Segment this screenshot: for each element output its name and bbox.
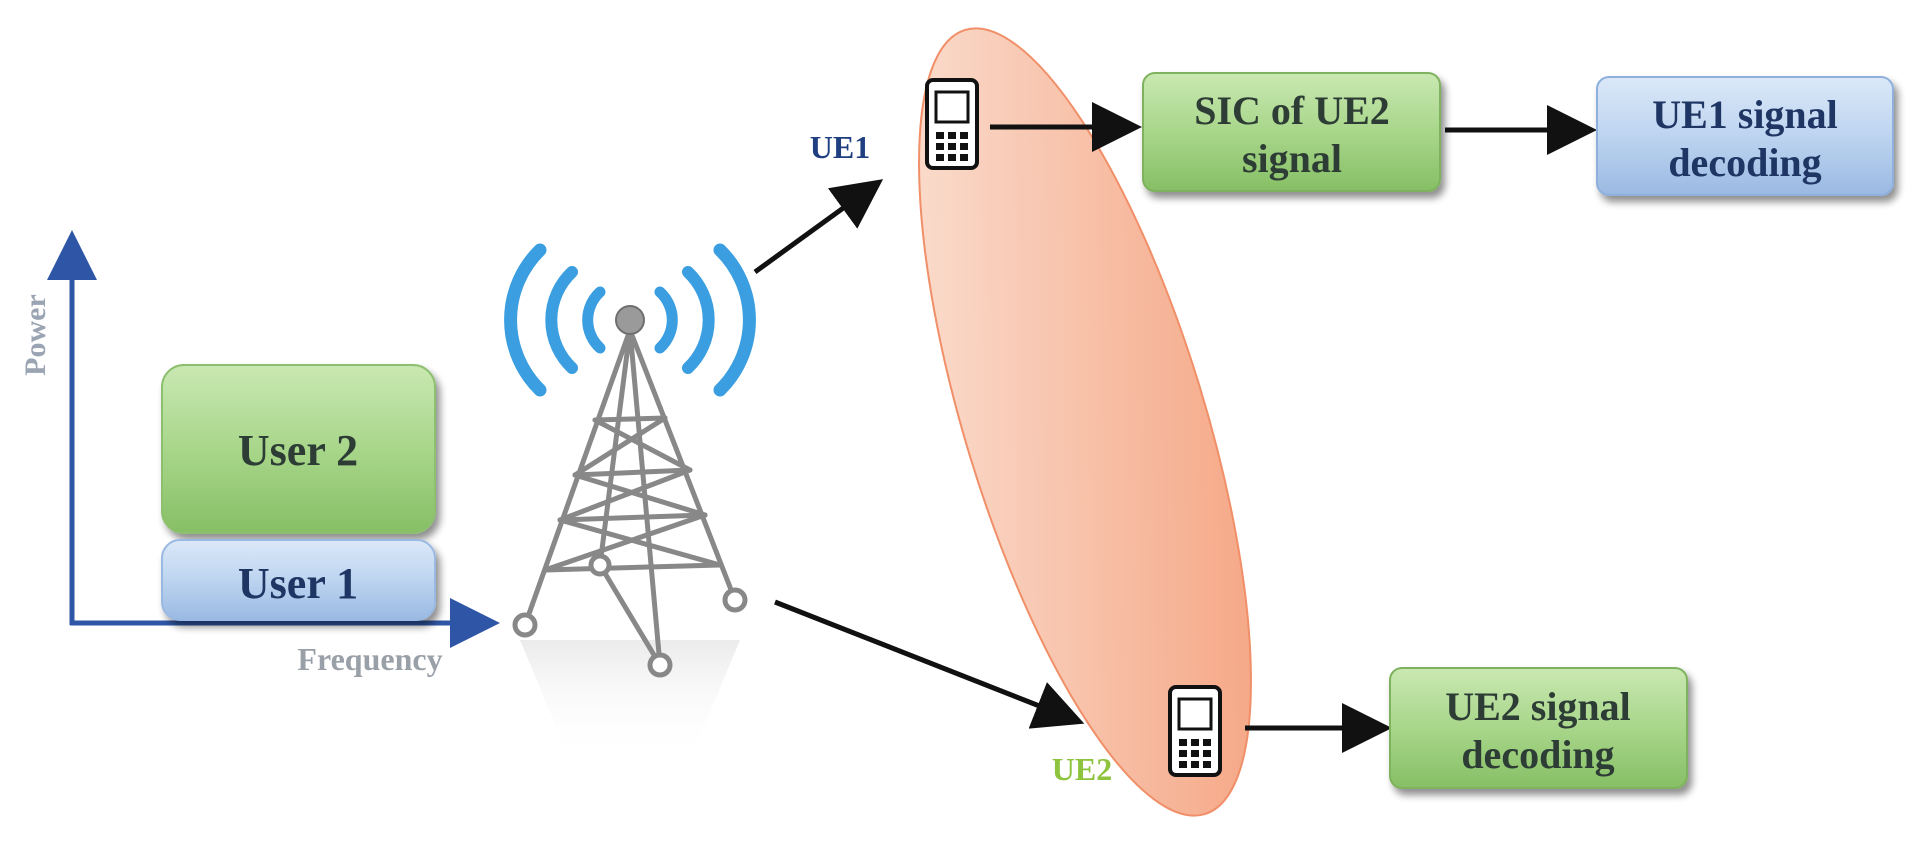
- ue1-label: UE1: [810, 129, 870, 165]
- ue2-decoding-line2: decoding: [1461, 732, 1614, 777]
- power-axis-label: Power: [19, 294, 52, 376]
- user2-power-block: User 2: [161, 364, 436, 534]
- arrow-tower-to-ue1: [753, 179, 884, 275]
- user1-power-block: User 1: [161, 539, 436, 621]
- ue1-mobile-phone-icon: [925, 78, 979, 170]
- sic-line2: signal: [1242, 136, 1342, 181]
- ue2-label: UE2: [1052, 751, 1112, 787]
- power-frequency-axes: Power Frequency: [19, 230, 500, 677]
- ue1-decoding-line1: UE1 signal: [1652, 92, 1838, 137]
- ue2-decoding-line1: UE2 signal: [1445, 684, 1631, 729]
- ue1-signal-decoding-box: UE1 signal decoding: [1596, 76, 1894, 196]
- user1-label: User 1: [238, 559, 358, 608]
- ue2-mobile-phone-icon: [1168, 685, 1222, 777]
- base-station-tower-icon: [512, 305, 748, 760]
- user-pair-ellipse: [918, 27, 1252, 817]
- arrow-tower-to-ue2: [774, 599, 1085, 729]
- ue2-signal-decoding-box: UE2 signal decoding: [1389, 667, 1688, 789]
- frequency-axis-label: Frequency: [297, 641, 442, 677]
- ue1-decoding-line2: decoding: [1668, 140, 1821, 185]
- user2-label: User 2: [238, 426, 358, 475]
- sic-ue2-signal-box: SIC of UE2 signal: [1142, 72, 1441, 192]
- sic-line1: SIC of UE2: [1194, 88, 1390, 133]
- wave-signal-icon: [504, 243, 756, 397]
